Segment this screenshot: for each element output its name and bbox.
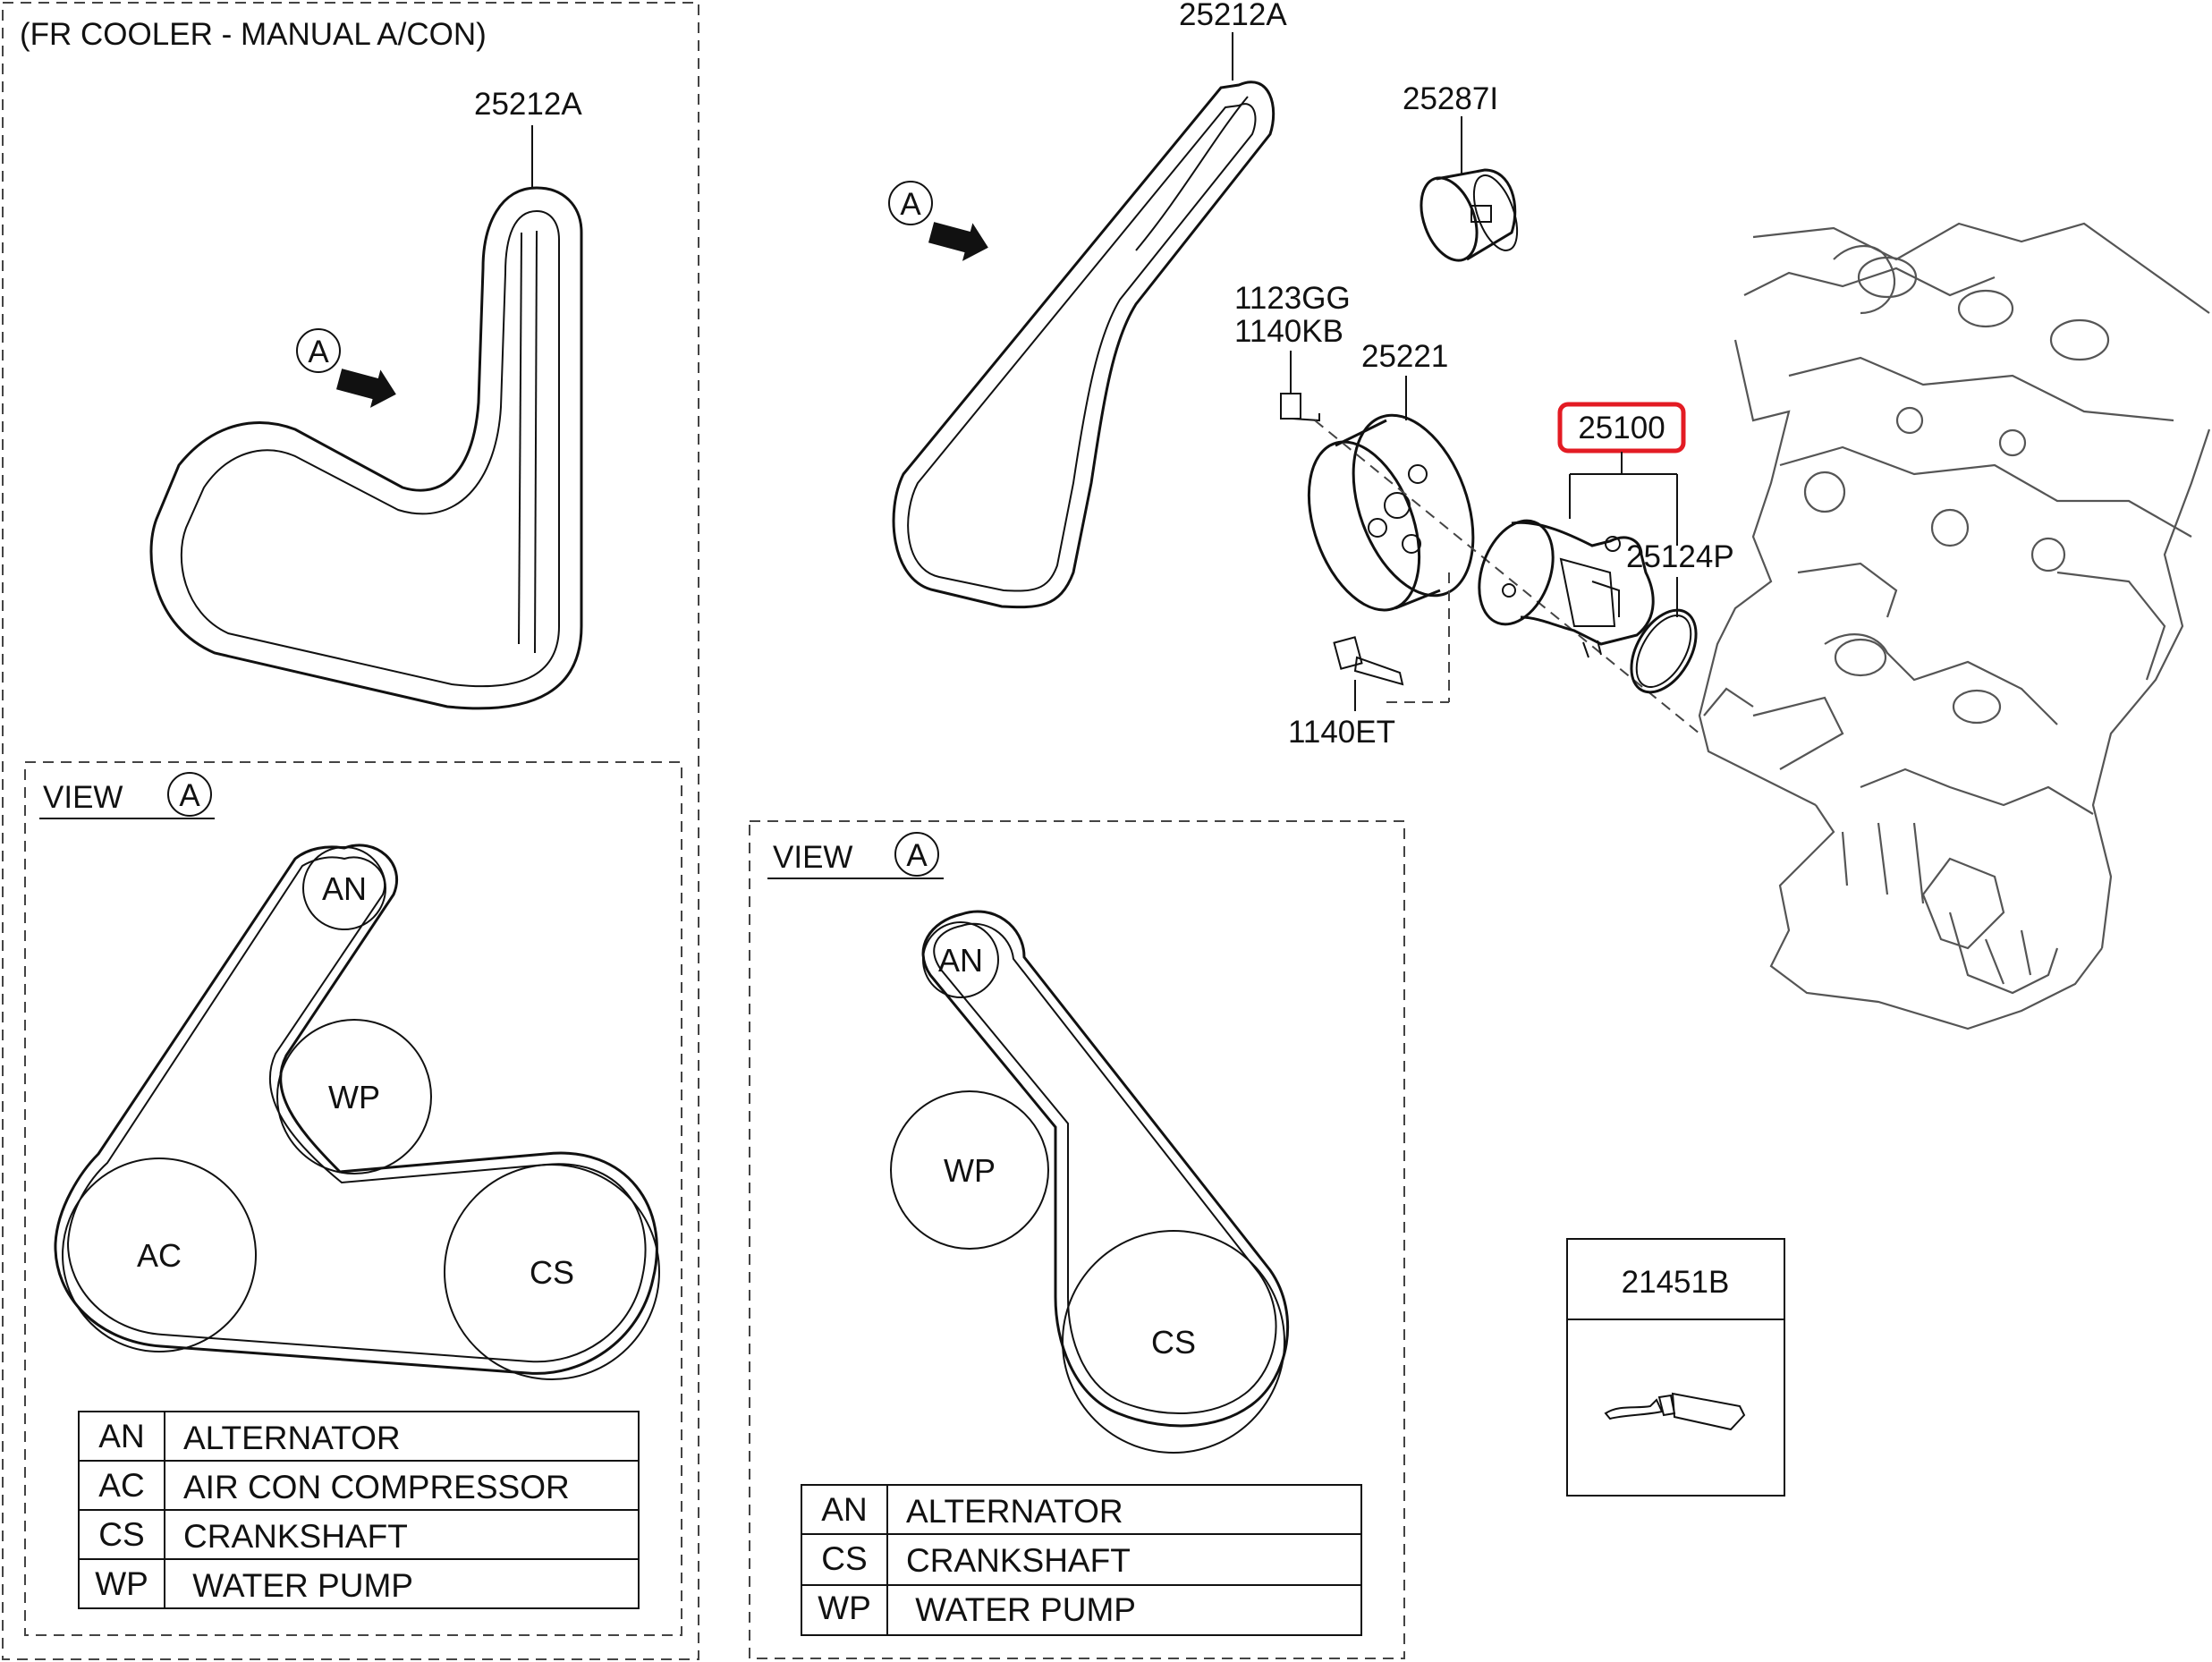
- pulley-wp-label: WP: [328, 1079, 380, 1115]
- pulley-cs-right-label: CS: [1151, 1324, 1196, 1361]
- legend-name: ALTERNATOR: [183, 1420, 401, 1456]
- view-a-right-marker: A: [906, 838, 928, 873]
- pulley-cs-right: [1062, 1230, 1285, 1454]
- legend-code: CS: [98, 1516, 144, 1553]
- pulley-wp: [276, 1019, 432, 1174]
- pulley-cs-label: CS: [530, 1254, 574, 1291]
- legend-name: WATER PUMP: [906, 1591, 1136, 1628]
- upper-bolt-label-1: 1123GG: [1234, 281, 1351, 316]
- sealant-part-label: 21451B: [1622, 1265, 1730, 1300]
- gasket-label: 25124P: [1626, 539, 1734, 574]
- view-a-left-marker: A: [179, 778, 200, 813]
- main-belt: 25212A A: [888, 0, 1287, 609]
- legend-name: WATER PUMP: [183, 1567, 413, 1604]
- legend-code: WP: [95, 1565, 148, 1602]
- water-pump: 25100: [1478, 402, 1686, 658]
- lower-bolt: 1140ET: [1288, 636, 1404, 750]
- arrow-marker-label: A: [308, 335, 329, 369]
- legend-name: AIR CON COMPRESSOR: [183, 1469, 570, 1505]
- idler-label: 25287I: [1403, 81, 1498, 116]
- upper-bolt: 1123GG 1140KB: [1234, 281, 1351, 422]
- water-pump-highlight: [1557, 402, 1686, 454]
- pulley-an-right: [922, 921, 999, 998]
- main-belt-label: 25212A: [1179, 0, 1287, 32]
- arrow-marker-circle: [296, 328, 341, 373]
- pulley-an-label: AN: [322, 870, 367, 907]
- fr-cooler-panel: (FR COOLER - MANUAL A/CON) 25212A A VIEW…: [2, 2, 699, 1660]
- pulley-an-right-label: AN: [938, 942, 983, 979]
- view-a-right-title: VIEW: [773, 840, 852, 875]
- view-a-right-marker-circle: [894, 832, 939, 877]
- legend-code: AC: [98, 1467, 144, 1504]
- view-a-right: VIEW A AN WP CS AN ALTERNATOR CS CRANKSH…: [749, 820, 1405, 1659]
- pulley-ac: [62, 1157, 257, 1352]
- water-pump-label: 25100: [1578, 411, 1665, 445]
- fr-cooler-panel-border: [2, 2, 699, 1660]
- legend-code: WP: [818, 1590, 871, 1626]
- sealant-box-border: [1566, 1238, 1785, 1497]
- fr-cooler-belt: [149, 186, 583, 710]
- fr-cooler-belt-label: 25212A: [474, 87, 582, 122]
- upper-bolt-label-2: 1140KB: [1234, 314, 1343, 349]
- pulley-wp-right: [890, 1090, 1049, 1250]
- view-direction-arrow-icon: [335, 369, 396, 408]
- legend-code: AN: [98, 1418, 144, 1454]
- pulley-wp-right-label: WP: [944, 1152, 996, 1189]
- view-a-left-marker-circle: [167, 772, 212, 817]
- sealant-box: 21451B: [1566, 1238, 1785, 1497]
- engine-block-illustration: [1698, 222, 2211, 1030]
- view-a-left-border: [24, 761, 682, 1636]
- gasket: 25124P: [1626, 539, 1734, 694]
- idler-pulley: 25287I: [1403, 81, 1519, 262]
- pulley-an: [302, 846, 386, 930]
- lower-bolt-label: 1140ET: [1288, 715, 1395, 750]
- view-a-left: VIEW A AN WP AC CS AN ALTERNA: [24, 761, 682, 1636]
- water-pump-pulley: 25221: [1307, 339, 1475, 612]
- pulley-ac-label: AC: [137, 1237, 182, 1274]
- view-a-right-legend: AN ALTERNATOR CS CRANKSHAFT WP WATER PUM…: [801, 1484, 1362, 1636]
- main-arrow-marker: A: [900, 187, 921, 222]
- fr-cooler-title: (FR COOLER - MANUAL A/CON): [20, 17, 487, 52]
- legend-name: CRANKSHAFT: [183, 1518, 408, 1555]
- legend-name: ALTERNATOR: [906, 1493, 1123, 1530]
- legend-code: AN: [821, 1491, 867, 1528]
- legend-name: CRANKSHAFT: [906, 1542, 1131, 1579]
- pulley-cs: [444, 1164, 660, 1380]
- pulley-label: 25221: [1361, 339, 1448, 374]
- view-a-right-border: [749, 820, 1405, 1659]
- legend-code: CS: [821, 1540, 867, 1577]
- view-a-left-title: VIEW: [43, 780, 123, 815]
- main-view-direction-arrow-icon: [928, 222, 988, 261]
- main-arrow-marker-circle: [888, 181, 933, 225]
- sealant-tube-icon: [1604, 1392, 1746, 1431]
- view-a-left-legend: AN ALTERNATOR AC AIR CON COMPRESSOR CS C…: [78, 1411, 640, 1609]
